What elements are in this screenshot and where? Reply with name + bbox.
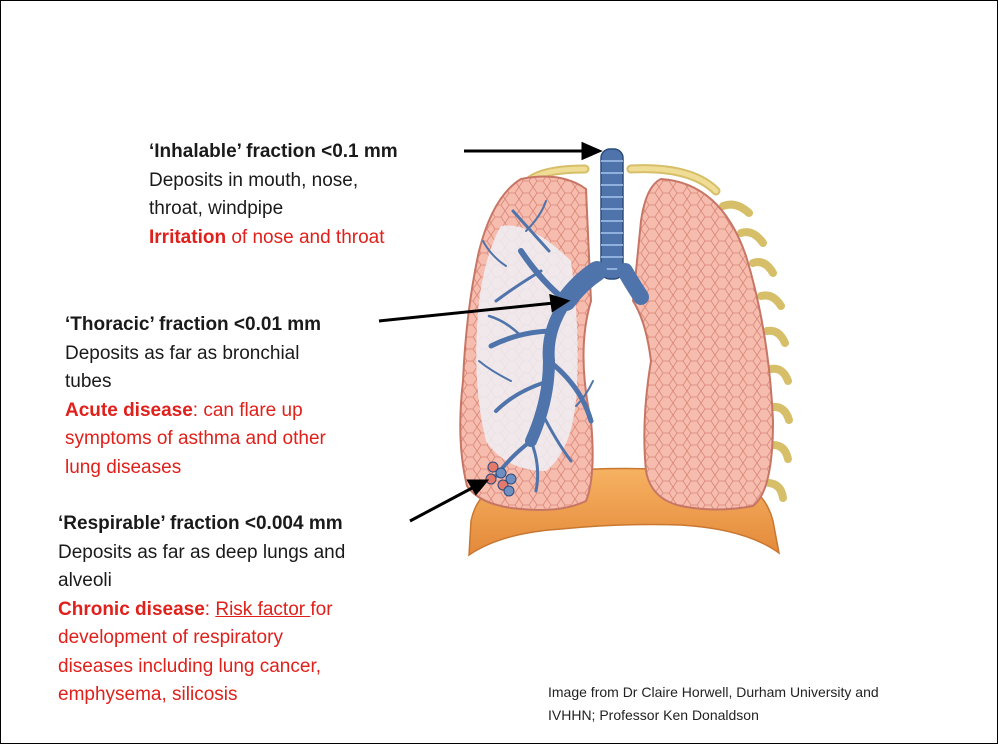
- thoracic-effect-line-3: lung diseases: [65, 454, 326, 483]
- inhalable-effect: Irritation of nose and throat: [149, 224, 398, 253]
- respirable-effect-line-4: emphysema, silicosis: [58, 681, 345, 710]
- inhalable-effect-bold: Irritation: [149, 227, 226, 248]
- inhalable-heading: ‘Inhalable’ fraction <0.1 mm: [149, 138, 398, 167]
- arrow-respirable: [410, 487, 474, 521]
- thoracic-deposit-line-1: Deposits as far as bronchial: [65, 340, 326, 369]
- respirable-effect: Chronic disease: Risk factor for: [58, 596, 345, 625]
- image-credit: Image from Dr Claire Horwell, Durham Uni…: [548, 681, 879, 727]
- credit-line-1: Image from Dr Claire Horwell, Durham Uni…: [548, 681, 879, 704]
- inhalable-effect-rest: of nose and throat: [226, 227, 384, 248]
- respirable-effect-bold: Chronic disease: [58, 599, 205, 620]
- thoracic-effect-bold: Acute disease: [65, 400, 193, 421]
- thoracic-heading: ‘Thoracic’ fraction <0.01 mm: [65, 311, 326, 340]
- thoracic-block: ‘Thoracic’ fraction <0.01 mm Deposits as…: [65, 311, 326, 482]
- thoracic-effect: Acute disease: can flare up: [65, 397, 326, 426]
- respirable-deposit-line-1: Deposits as far as deep lungs and: [58, 539, 345, 568]
- respirable-block: ‘Respirable’ fraction <0.004 mm Deposits…: [58, 510, 345, 710]
- credit-line-2: IVHHN; Professor Ken Donaldson: [548, 704, 879, 727]
- respirable-effect-line-3: diseases including lung cancer,: [58, 653, 345, 682]
- left-lung: [633, 179, 773, 510]
- respirable-effect-rest: for: [310, 599, 332, 620]
- respirable-effect-colon: :: [205, 599, 216, 620]
- inhalable-deposit-line-2: throat, windpipe: [149, 195, 398, 224]
- inhalable-block: ‘Inhalable’ fraction <0.1 mm Deposits in…: [149, 138, 398, 252]
- respirable-effect-line-2: development of respiratory: [58, 624, 345, 653]
- thoracic-effect-line-2: symptoms of asthma and other: [65, 425, 326, 454]
- inhalable-deposit-line-1: Deposits in mouth, nose,: [149, 167, 398, 196]
- thoracic-deposit-line-2: tubes: [65, 368, 326, 397]
- respirable-effect-underlined: Risk factor: [215, 599, 310, 620]
- respirable-deposit-line-2: alveoli: [58, 567, 345, 596]
- respirable-heading: ‘Respirable’ fraction <0.004 mm: [58, 510, 345, 539]
- thoracic-effect-rest: : can flare up: [193, 400, 303, 421]
